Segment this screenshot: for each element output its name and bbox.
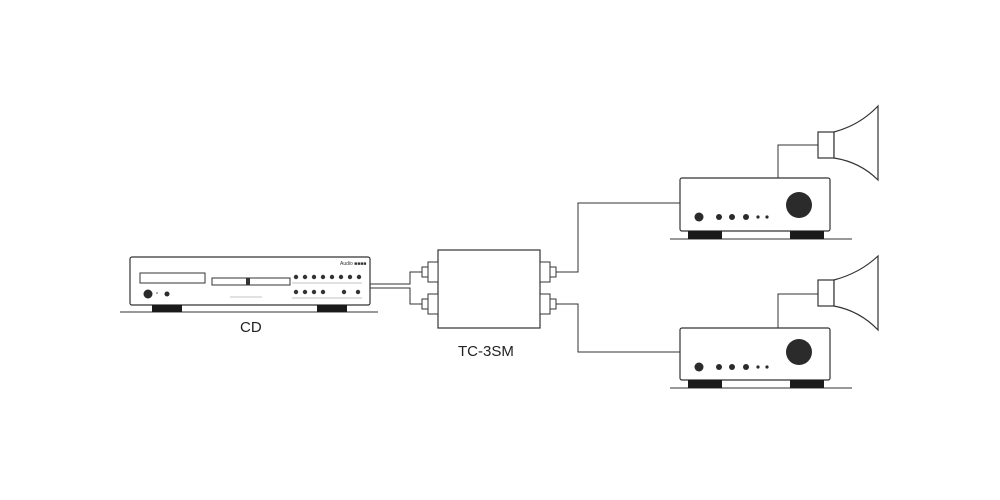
splitter-input-plug-bottom [421, 298, 429, 310]
cd-brand-text: Audio ■■■■ [340, 261, 366, 267]
amp-top-foot-left [688, 231, 722, 239]
cables [370, 144, 818, 353]
cable-splitter-to-amp-top [556, 202, 680, 273]
splitter-output-plug-top [549, 266, 557, 278]
cd-tray-slot [246, 278, 250, 285]
cable-cd-to-splitter-top [370, 271, 422, 285]
cd-button-row-bottom [293, 289, 361, 295]
amp-top-volume-knob [786, 192, 812, 218]
cable-amp-bottom-to-horn-bottom [777, 293, 818, 328]
splitter-tc-3sm [421, 249, 557, 329]
cd-button-row-top [293, 274, 362, 280]
cd-player: Audio ■■■■ [120, 256, 378, 313]
amp-bottom-power-knob [694, 362, 704, 372]
splitter-output-jack-top [539, 261, 551, 283]
amplifier-bottom [670, 327, 852, 389]
splitter-input-plug-top [421, 266, 429, 278]
cable-splitter-to-amp-bottom [556, 303, 680, 353]
amp-bottom-foot-left [688, 380, 722, 388]
amp-bottom-foot-right [790, 380, 824, 388]
horn-bottom-bell [833, 254, 879, 332]
amp-top-foot-right [790, 231, 824, 239]
horn-speaker-bottom [817, 254, 879, 332]
amp-bottom-buttons [716, 364, 769, 370]
cable-cd-to-splitter-bottom [370, 287, 422, 305]
cable-amp-top-to-horn-top [777, 144, 818, 178]
cd-disc-tray [211, 277, 291, 286]
cd-tiny-labels [230, 282, 362, 299]
horn-top-driver [817, 131, 835, 159]
splitter-input-jack-bottom [427, 293, 439, 315]
horn-top-bell [833, 104, 879, 182]
horn-speaker-top [817, 104, 879, 182]
cd-foot-left [152, 305, 182, 312]
splitter-input-jack-top [427, 261, 439, 283]
splitter-output-jack-bottom [539, 293, 551, 315]
splitter-label: TC-3SM [458, 343, 514, 360]
horn-bottom-driver [817, 279, 835, 307]
splitter-body [437, 249, 541, 329]
amp-top-power-knob [694, 212, 704, 222]
cd-power-knob [143, 289, 153, 299]
amp-bottom-volume-knob [786, 339, 812, 365]
amplifier-top [670, 177, 852, 240]
splitter-output-plug-bottom [549, 298, 557, 310]
amp-top-buttons [716, 214, 769, 220]
cd-small-button [164, 291, 170, 297]
cd-small-indicator [156, 292, 158, 294]
cd-display-window [139, 272, 206, 284]
cd-player-label: CD [240, 319, 262, 336]
cd-foot-right [317, 305, 347, 312]
